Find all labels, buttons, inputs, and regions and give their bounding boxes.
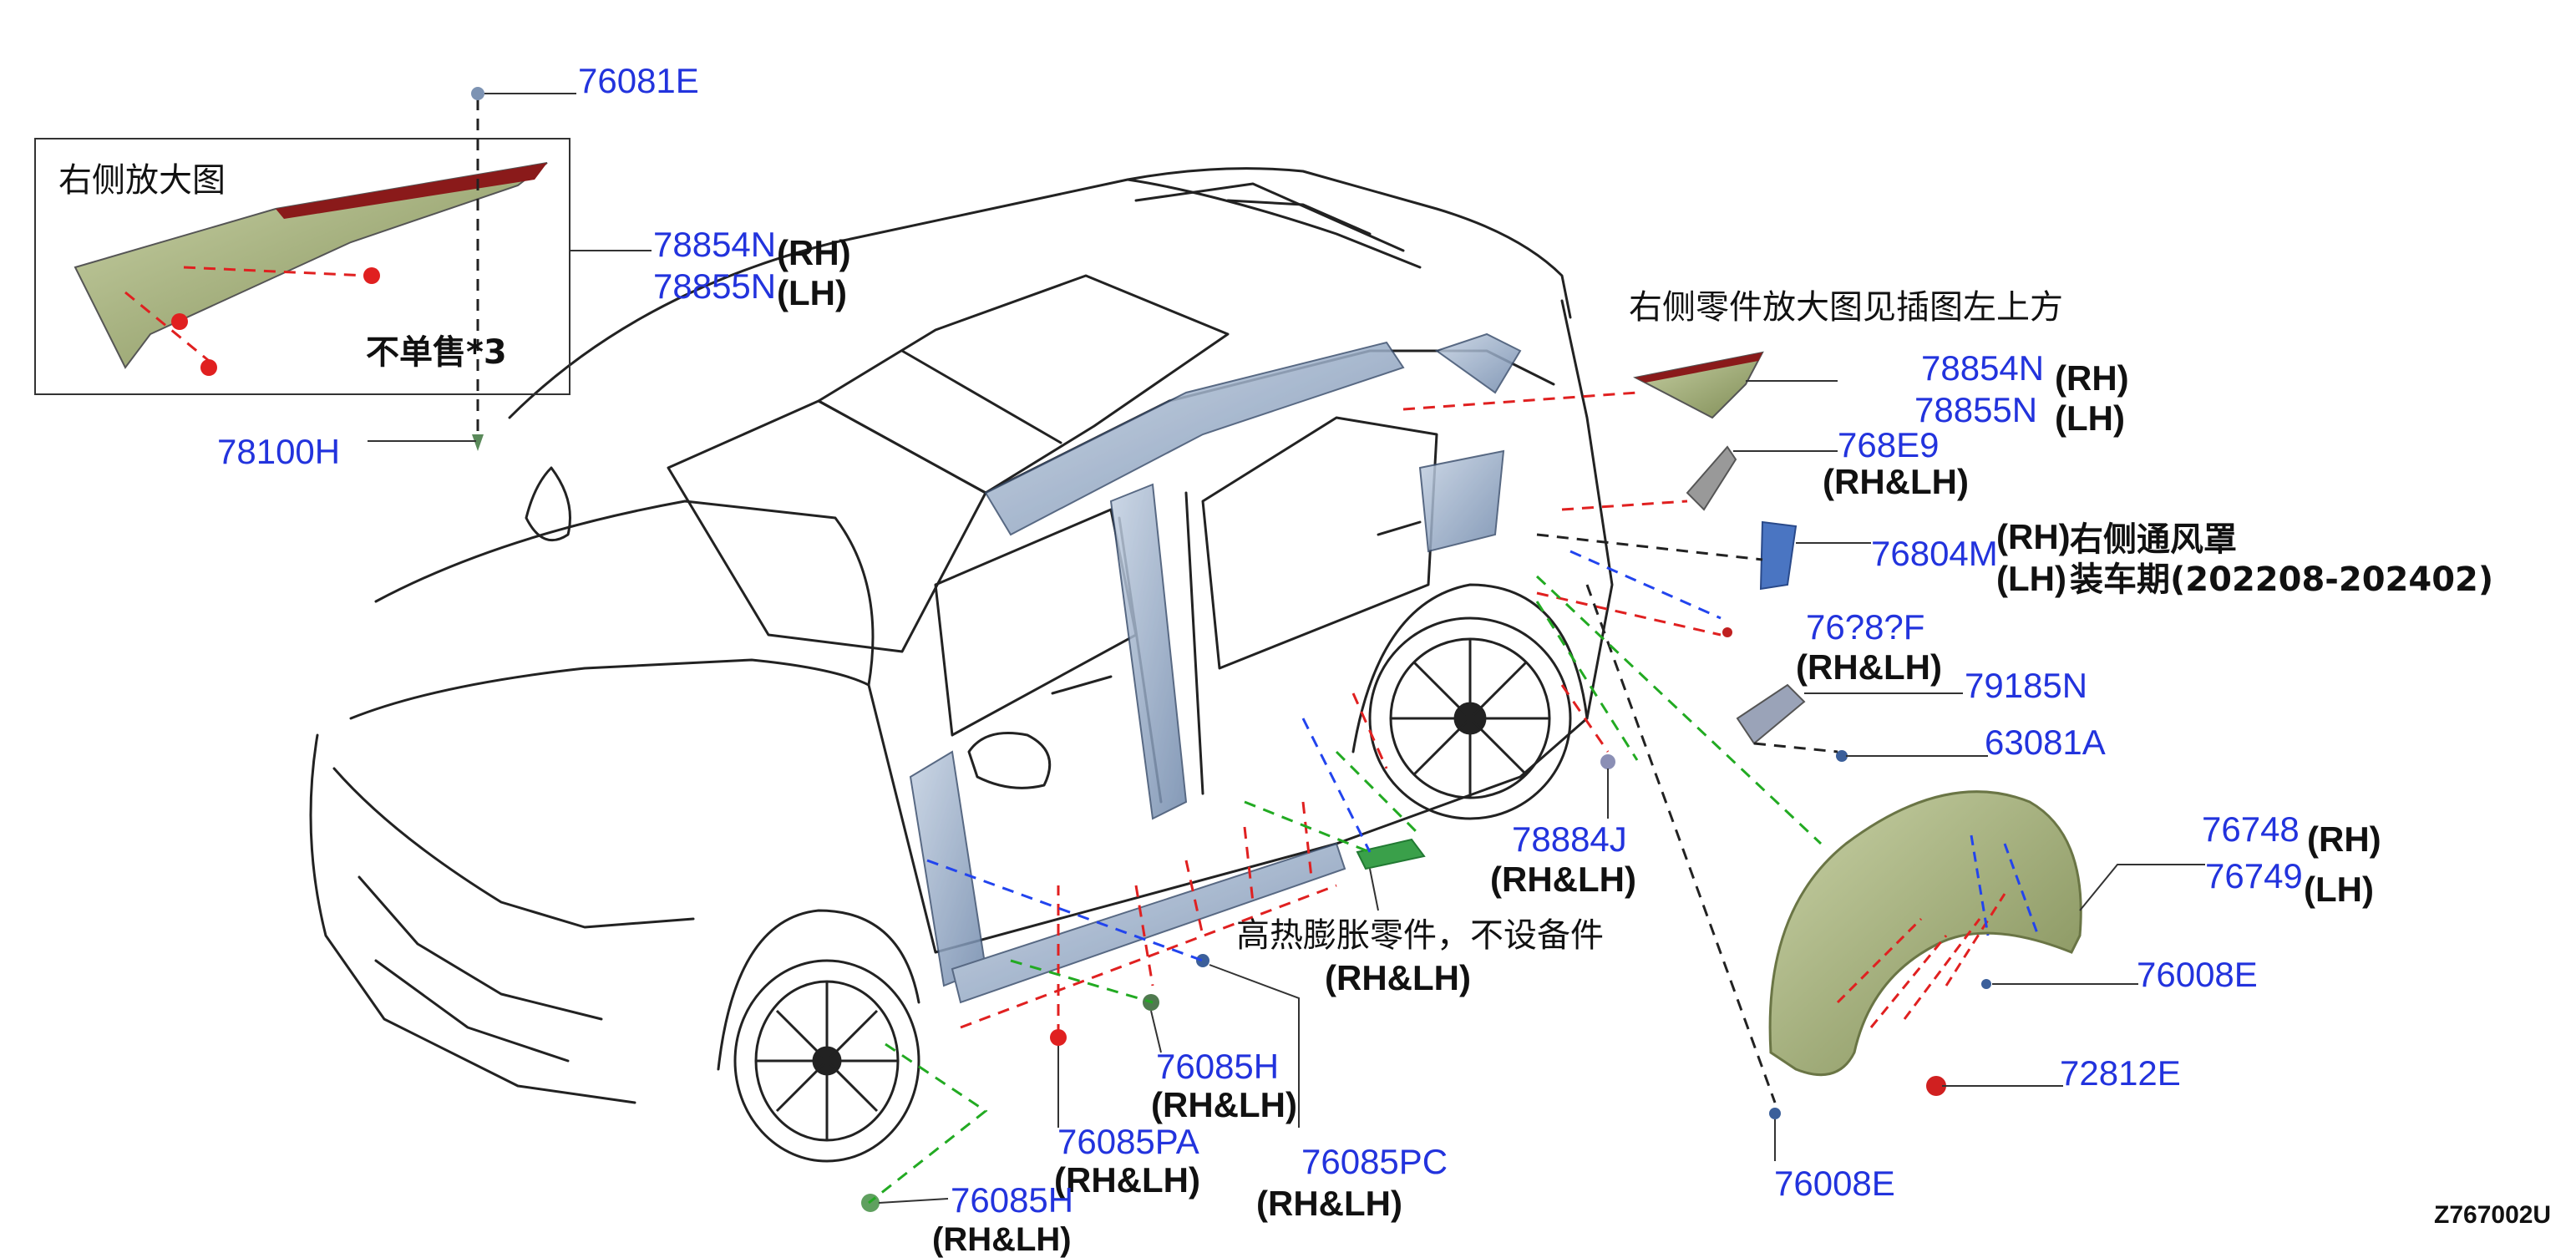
callout-partial-pn[interactable]: 76?8?F — [1806, 607, 1925, 647]
callout-clip-lower[interactable]: 76008E — [1774, 1164, 1895, 1203]
inset-note: 不单售*3 — [366, 333, 507, 372]
body-structure — [909, 332, 1522, 1004]
garnish-part — [1633, 351, 1764, 419]
inset-garnish — [74, 162, 548, 376]
callout-grommet[interactable]: 72812E — [2060, 1053, 2181, 1093]
plug-pa-icon — [1050, 1029, 1067, 1046]
diagram-code: Z767002U — [2434, 1201, 2552, 1229]
front-wheel — [733, 959, 920, 1163]
callout-foam-side: (RH&LH) — [1325, 958, 1471, 997]
fastener-top-icon — [471, 87, 484, 100]
grommet-icon — [1926, 1076, 1946, 1096]
callout-clip-side: (RH&LH) — [1490, 860, 1636, 899]
callout-wheelhouse-suffix-rh: (RH) — [2307, 819, 2381, 859]
callout-wheelhouse-suffix-lh: (LH) — [2304, 870, 2374, 909]
clip-lower-icon — [1769, 1108, 1781, 1119]
callout-bottom-fastener[interactable]: 78100H — [217, 432, 341, 471]
leader-lines — [368, 93, 2205, 1205]
plug-pc-icon — [1196, 954, 1209, 967]
callout-inset-pn-rh[interactable]: 78854N — [653, 225, 777, 264]
callout-plug-h2-side: (RH&LH) — [932, 1221, 1072, 1258]
callout-vent-lh: (LH) — [1996, 559, 2066, 598]
screw-icon — [1836, 750, 1848, 762]
inset-title: 右侧放大图 — [58, 161, 226, 200]
callout-plug-pa[interactable]: 76085PA — [1057, 1122, 1199, 1161]
callout-vent-pn[interactable]: 76804M — [1871, 534, 1998, 573]
callout-inset-suffix-lh: (LH) — [777, 273, 847, 312]
callout-foam-note: 高热膨胀零件，不设备件 — [1236, 916, 1604, 955]
clip-icon — [1600, 754, 1615, 769]
callout-garnish-suffix-lh: (LH) — [2055, 398, 2125, 438]
callout-vent-period: 装车期(202208-202402) — [2070, 561, 2494, 599]
callout-plug-pa-side: (RH&LH) — [1054, 1160, 1200, 1200]
vent-part — [1759, 520, 1798, 591]
callout-seal-side: (RH&LH) — [1823, 462, 1969, 501]
callout-partial-side: (RH&LH) — [1796, 647, 1942, 687]
callout-vent-desc: 右侧通风罩 — [2070, 520, 2237, 559]
callout-garnish-pn-rh[interactable]: 78854N — [1921, 348, 2045, 388]
callout-wheelhouse-pn-lh[interactable]: 76749 — [2205, 856, 2303, 895]
inset-box — [34, 138, 570, 395]
rear-wheel — [1368, 616, 1572, 820]
callout-plug-h2[interactable]: 76085H — [951, 1180, 1074, 1220]
callout-seal-pn[interactable]: 768E9 — [1838, 425, 1940, 464]
foam-part — [1356, 838, 1426, 870]
callout-vent-rh: (RH) — [1996, 517, 2071, 556]
wheelhouse-liner — [1768, 790, 2082, 1077]
callout-mudguard-pn[interactable]: 79185N — [1965, 666, 2088, 705]
callout-plug-pc[interactable]: 76085PC — [1301, 1142, 1448, 1181]
callout-clip-pn[interactable]: 78884J — [1512, 819, 1627, 859]
mudguard-part — [1736, 683, 1806, 745]
callout-garnish-suffix-rh: (RH) — [2055, 358, 2129, 398]
callout-plug-h-side: (RH&LH) — [1151, 1085, 1297, 1124]
callout-clip-upper[interactable]: 76008E — [2137, 955, 2258, 994]
callout-garnish-pn-lh[interactable]: 78855N — [1914, 390, 2038, 429]
seal-part — [1686, 445, 1737, 511]
callout-inset-pn-lh[interactable]: 78855N — [653, 266, 777, 306]
clip-upper-icon — [1981, 979, 1991, 989]
callout-plug-pc-side: (RH&LH) — [1256, 1184, 1402, 1223]
right-side-note: 右侧零件放大图见插图左上方 — [1629, 288, 2063, 327]
fastener-bottom-icon — [472, 434, 484, 451]
callout-inset-suffix-rh: (RH) — [777, 233, 851, 272]
partial-part-icon — [1722, 627, 1732, 637]
callout-plug-h[interactable]: 76085H — [1156, 1047, 1280, 1086]
callout-top-fastener[interactable]: 76081E — [578, 61, 699, 100]
callout-screw-pn[interactable]: 63081A — [1985, 723, 2106, 762]
callout-wheelhouse-pn-rh[interactable]: 76748 — [2202, 809, 2300, 849]
